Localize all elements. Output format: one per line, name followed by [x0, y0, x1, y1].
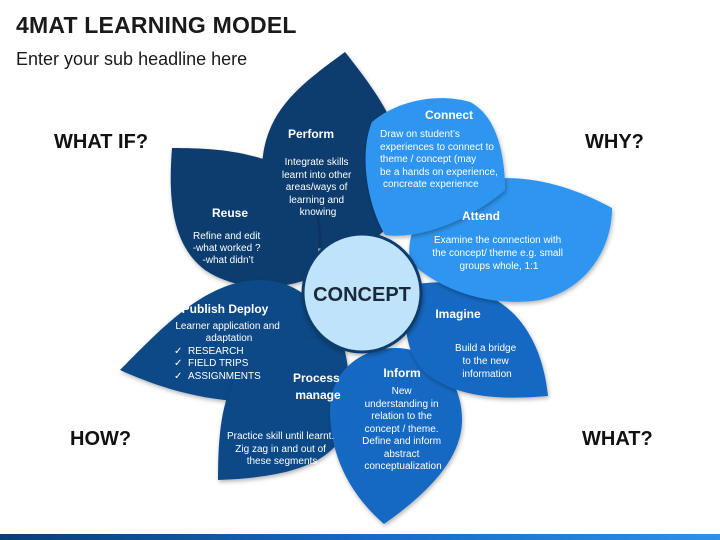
- text-line: Process: [293, 371, 340, 385]
- petal-imagine: [405, 282, 548, 398]
- footer-accent-bar: [0, 534, 720, 540]
- text-line: Examine the connection with: [434, 235, 561, 246]
- petal-attend-text: Attend Examine the connection with the c…: [432, 209, 565, 272]
- petal-imagine-text: Imagine Build a bridge to the new inform…: [435, 307, 519, 380]
- concept-label: CONCEPT: [313, 284, 411, 306]
- page-subtitle: Enter your sub headline here: [16, 49, 248, 69]
- text-line: -what didn’t: [202, 255, 253, 266]
- text-line: knowing: [300, 207, 337, 218]
- petal-process-title: Process manage: [293, 371, 343, 402]
- text-line: learnt into other: [282, 170, 352, 181]
- petal-connect-body: Draw on student’s experiences to connect…: [380, 129, 501, 190]
- text-line: areas/ways of: [286, 182, 348, 193]
- petal-process-text: Process manage Practice skill until lear…: [227, 371, 343, 467]
- text-line: Refine and edit: [193, 231, 260, 242]
- text-line: manage: [295, 388, 341, 402]
- text-line: abstract: [384, 449, 420, 460]
- petal-process: [218, 338, 349, 480]
- concept-circle: [301, 232, 423, 354]
- text-line: learning and: [289, 195, 344, 206]
- petal-publish-body: Learner application and adaptation: [175, 321, 282, 344]
- petal-inform: [330, 348, 462, 524]
- text-line: the concept/ theme e.g. small: [432, 248, 563, 259]
- petal-reuse: [170, 148, 319, 287]
- text-line: concept / theme.: [365, 424, 439, 435]
- petal-reuse-text: Reuse Refine and edit -what worked ? -wh…: [193, 206, 264, 266]
- text-line: Build a bridge: [455, 343, 517, 354]
- text-line: Integrate skills: [285, 157, 349, 168]
- text-line: Define and inform: [362, 436, 441, 447]
- petal-process-body: Practice skill until learnt. Zig zag in …: [227, 431, 337, 467]
- quadrant-label-what-if: WHAT IF?: [54, 131, 149, 153]
- text-line: Learner application and: [175, 321, 280, 332]
- bullet-item: ASSIGNMENTS: [188, 371, 261, 382]
- bullet-item: FIELD TRIPS: [188, 358, 249, 369]
- check-icon: ✓: [174, 346, 182, 357]
- petal-publish-text: Publish Deploy Learner application and a…: [174, 302, 282, 382]
- petal-inform-text: Inform New understanding in relation to …: [362, 366, 444, 472]
- text-line: conceptualization: [364, 461, 441, 472]
- text-line: relation to the: [371, 411, 432, 422]
- text-line: Draw on student’s: [380, 129, 460, 140]
- text-line: -what worked ?: [193, 243, 261, 254]
- quadrant-label-what: WHAT?: [582, 428, 653, 450]
- page-title: 4MAT LEARNING MODEL: [16, 12, 297, 38]
- petal-perform-text: Perform Integrate skills learnt into oth…: [282, 127, 354, 218]
- quadrant-label-how: HOW?: [70, 428, 132, 450]
- bullet-item: RESEARCH: [188, 346, 244, 357]
- petal-connect-text: Connect Draw on student’s experiences to…: [380, 108, 501, 190]
- text-line: these segments: [247, 456, 318, 467]
- text-line: adaptation: [206, 333, 253, 344]
- petal-inform-title: Inform: [383, 366, 420, 380]
- petal-attend-title: Attend: [462, 209, 500, 223]
- petal-attend-body: Examine the connection with the concept/…: [432, 235, 565, 272]
- text-line: concreate experience: [383, 179, 479, 190]
- petal-publish-bullets: ✓ RESEARCH ✓ FIELD TRIPS ✓ ASSIGNMENTS: [174, 346, 261, 382]
- text-line: theme / concept (may: [380, 154, 476, 165]
- petal-perform-body: Integrate skills learnt into other areas…: [282, 157, 354, 218]
- petal-connect: [365, 98, 505, 236]
- check-icon: ✓: [174, 371, 182, 382]
- text-line: groups whole, 1:1: [460, 261, 539, 272]
- text-line: to the new: [463, 356, 510, 367]
- petal-publish-title: Publish Deploy: [182, 302, 269, 316]
- text-line: Practice skill until learnt.: [227, 431, 334, 442]
- petal-imagine-title: Imagine: [435, 307, 481, 321]
- text-line: experiences to connect to: [380, 142, 494, 153]
- petal-reuse-body: Refine and edit -what worked ? -what did…: [193, 231, 264, 266]
- petal-perform-title: Perform: [288, 127, 334, 141]
- petal-inform-body: New understanding in relation to the con…: [362, 386, 444, 472]
- text-line: understanding in: [365, 399, 439, 410]
- text-line: be a hands on experience,: [380, 167, 498, 178]
- petal-connect-title: Connect: [425, 108, 473, 122]
- text-line: Zig zag in and out of: [235, 444, 326, 455]
- quadrant-label-why: WHY?: [585, 131, 644, 153]
- text-line: information: [462, 369, 511, 380]
- petal-imagine-body: Build a bridge to the new information: [455, 343, 519, 380]
- check-icon: ✓: [174, 358, 182, 369]
- petal-reuse-title: Reuse: [212, 206, 248, 220]
- text-line: New: [392, 386, 413, 397]
